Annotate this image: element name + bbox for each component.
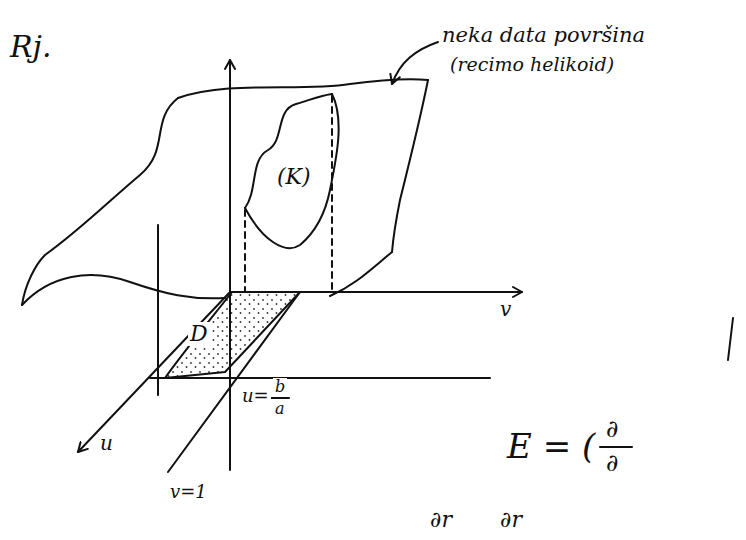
formula-text: ∂ (604, 416, 620, 442)
surface-edge (330, 252, 392, 296)
fraction-bar (600, 446, 632, 448)
surface-edge (22, 98, 178, 305)
axis-label: v (498, 298, 513, 320)
surface-edge (178, 79, 428, 98)
formula-text: ∂r (498, 508, 524, 532)
leader-line (392, 42, 438, 84)
projection-line (331, 96, 333, 292)
axis (229, 60, 231, 470)
stroke-mark (728, 318, 733, 360)
formula-text: E = ( (505, 428, 597, 465)
note-label: (recimo helikoid) (448, 54, 616, 75)
axis (78, 292, 230, 452)
region-label: D (188, 322, 210, 346)
formula-text: ∂r (428, 508, 454, 532)
line-v1 (168, 292, 300, 472)
heading-label: Rj. (8, 30, 53, 63)
note-label: neka data površina (440, 24, 647, 47)
region-d (165, 292, 300, 378)
fraction-part: a (273, 400, 287, 418)
region-label: (K) (275, 165, 313, 189)
axis-label: u (98, 432, 115, 454)
surface-edge (392, 80, 428, 252)
surface-edge (22, 275, 225, 305)
line-u (150, 377, 490, 379)
patch-outline (245, 94, 332, 208)
fraction-bar (271, 397, 289, 399)
line-label: u= (240, 386, 271, 406)
patch-outline (245, 94, 339, 248)
line-label: v=1 (168, 482, 209, 502)
projection-line (244, 210, 246, 292)
formula-text: ∂ (604, 450, 620, 476)
axis (230, 291, 522, 293)
fraction-part: b (273, 378, 287, 396)
